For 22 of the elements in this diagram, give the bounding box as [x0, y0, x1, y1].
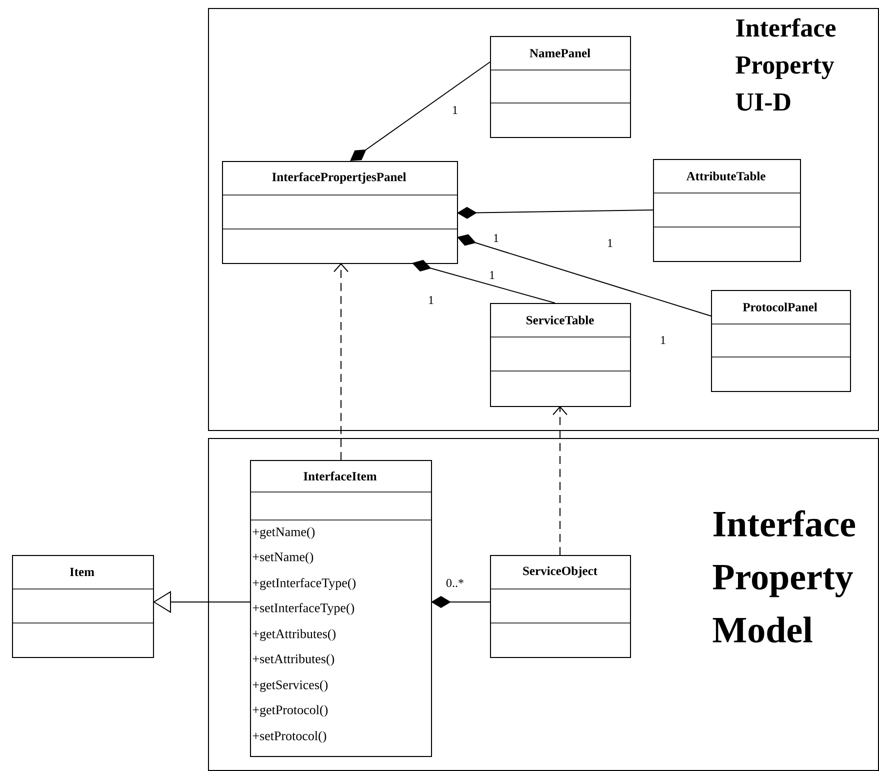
class-box: InterfacePropertjesPanel [222, 161, 458, 264]
connector [552, 406, 568, 556]
multiplicity-label: 1 [451, 105, 459, 115]
multiplicity-label: 1 [488, 270, 496, 280]
multiplicity-label: 1 [427, 295, 435, 305]
multiplicity-label: 1 [659, 335, 667, 345]
connector [457, 206, 654, 219]
class-box: InterfaceItem +getName() +setName() +getInterfaceType() +setInterfaceType() +getAttributes() +setAttributes() +getServices() +getProtocol() +setProtocol() [250, 460, 432, 757]
connector [334, 263, 348, 460]
class-box: ServiceObject [490, 555, 631, 658]
connector [350, 62, 490, 161]
connector [431, 596, 490, 608]
connector [412, 260, 556, 304]
multiplicity-label: 0..* [445, 578, 465, 588]
connector [457, 234, 712, 316]
class-box: Item [12, 555, 154, 658]
multiplicity-label: 1 [606, 238, 614, 248]
class-box: ServiceTable [490, 303, 631, 407]
class-box: NamePanel [490, 36, 631, 138]
class-box: AttributeTable [652, 159, 801, 262]
multiplicity-label: 1 [492, 233, 500, 243]
class-box: ProtocolPanel [710, 290, 851, 392]
